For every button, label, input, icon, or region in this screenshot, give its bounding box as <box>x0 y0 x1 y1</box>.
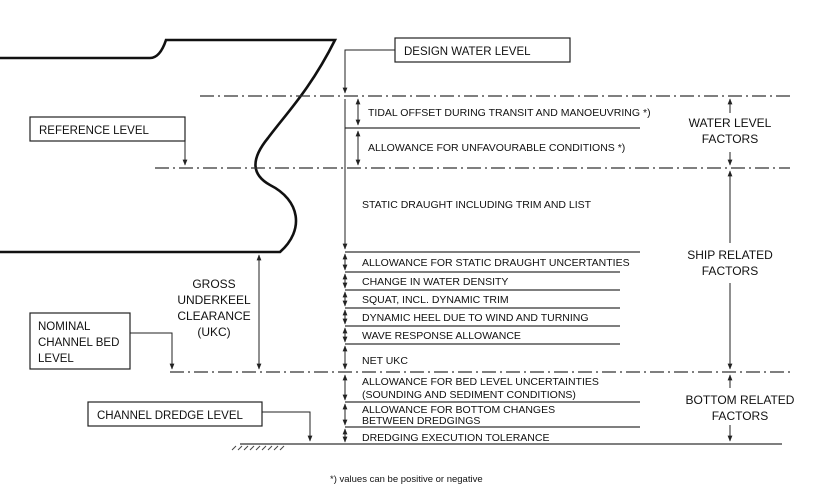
design-water-level-box <box>394 37 571 63</box>
design-water-level-pointer <box>342 49 395 94</box>
nominal-bed-level-pointer <box>130 332 175 370</box>
channel-dredge-level-box <box>87 401 263 427</box>
group-ship-related: FACTORS <box>702 264 758 278</box>
component-tidal-offset: TIDAL OFFSET DURING TRANSIT AND MANOEUVR… <box>368 107 651 119</box>
group-ship-related: SHIP RELATED <box>687 248 773 262</box>
group-water-level: FACTORS <box>702 132 758 146</box>
group-bottom-related: FACTORS <box>712 409 768 423</box>
component-unfavourable-conditions: ALLOWANCE FOR UNFAVOURABLE CONDITIONS *) <box>368 142 625 154</box>
component-wave-response: WAVE RESPONSE ALLOWANCE <box>362 330 521 342</box>
footnote: *) values can be positive or negative <box>330 474 483 485</box>
group-water-level: WATER LEVEL <box>689 116 772 130</box>
channel-dredge-level-label: CHANNEL DREDGE LEVEL <box>97 410 244 422</box>
component-static-draught: STATIC DRAUGHT INCLUDING TRIM AND LIST <box>362 199 592 211</box>
gross-ukc-label: (UKC) <box>197 325 230 339</box>
component-net-ukc: NET UKC <box>362 355 408 367</box>
nominal-channel-bed-level-label: LEVEL <box>38 353 74 365</box>
component-squat: SQUAT, INCL. DYNAMIC TRIM <box>362 294 509 306</box>
component-draught-uncertainties: ALLOWANCE FOR STATIC DRAUGHT UNCERTANTIE… <box>362 257 630 269</box>
component-dynamic-heel: DYNAMIC HEEL DUE TO WIND AND TURNING <box>362 312 589 324</box>
component-dredging-tolerance: DREDGING EXECUTION TOLERANCE <box>362 432 549 444</box>
nominal-channel-bed-level-label: NOMINAL <box>38 321 91 333</box>
reference-level-box <box>29 116 186 142</box>
design-water-level-label: DESIGN WATER LEVEL <box>404 46 531 58</box>
gross-ukc-label: GROSS <box>192 277 235 291</box>
component-bed-level-uncertainties: (SOUNDING AND SEDIMENT CONDITIONS) <box>362 389 576 401</box>
component-bottom-changes: BETWEEN DREDGINGS <box>362 415 480 427</box>
component-bed-level-uncertainties: ALLOWANCE FOR BED LEVEL UNCERTAINTIES <box>362 376 599 388</box>
component-bottom-changes: ALLOWANCE FOR BOTTOM CHANGES <box>362 404 555 416</box>
gross-ukc-label: UNDERKEEL <box>177 293 251 307</box>
ship-hull <box>0 38 338 254</box>
group-bottom-related: BOTTOM RELATED <box>686 393 795 407</box>
reference-level-label: REFERENCE LEVEL <box>39 125 150 137</box>
gross-ukc-label: CLEARANCE <box>177 309 250 323</box>
channel-dredge-pointer <box>262 411 313 442</box>
factor-dimension-arrows <box>342 98 361 443</box>
component-water-density: CHANGE IN WATER DENSITY <box>362 276 508 288</box>
nominal-channel-bed-level-label: CHANNEL BED <box>38 337 119 349</box>
ground-hatch <box>231 445 285 451</box>
nominal-channel-bed-level-box <box>29 312 131 370</box>
